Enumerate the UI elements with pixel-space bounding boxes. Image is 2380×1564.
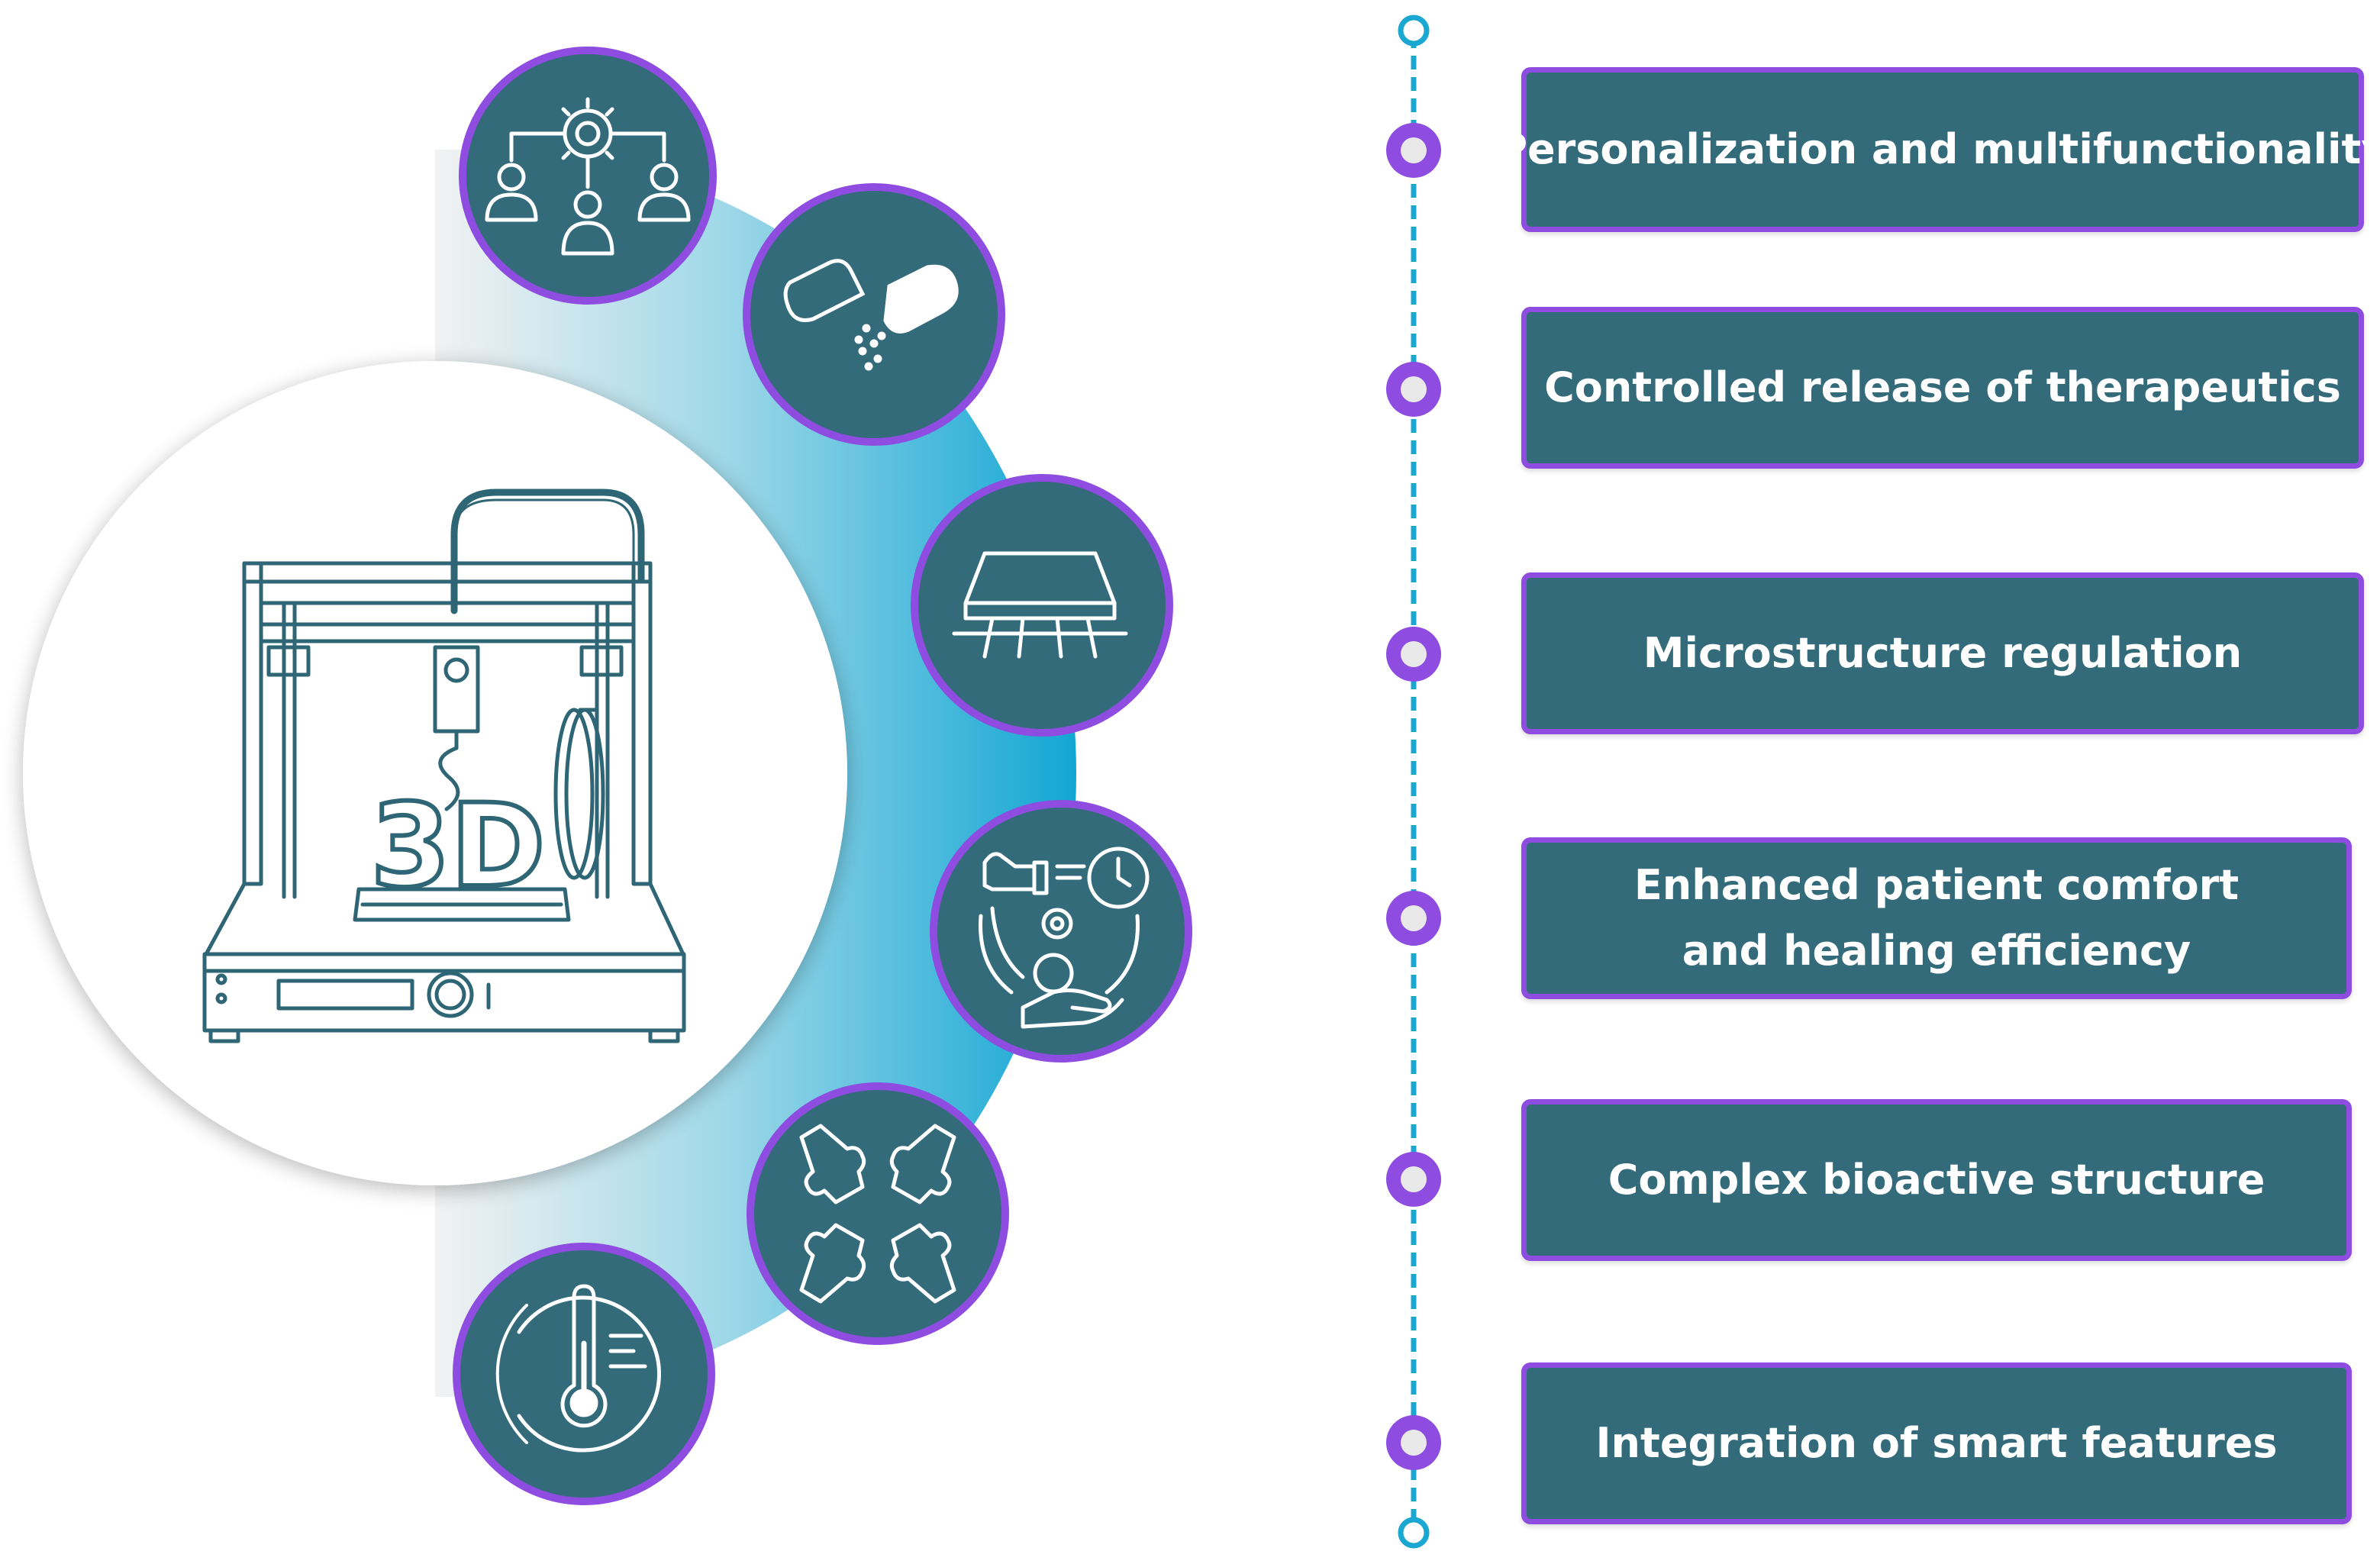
timeline [1386,15,1441,1549]
icon-circle-2 [743,183,1005,446]
feature-box-controlled-release: Controlled release of therapeutics [1521,307,2364,469]
feature-label: Microstructure regulation [1643,628,2243,677]
timeline-end-cap-bottom [1398,1517,1430,1549]
icon-circle-4 [930,800,1192,1063]
collaboration-network-icon [485,97,691,256]
feature-label: Complex bioactive structure [1608,1155,2266,1204]
feature-box-personalization: Personalization and multifunctionality [1497,67,2380,232]
feature-box-bioactive-structure: Complex bioactive structure [1521,1099,2352,1261]
timeline-end-cap-top [1398,15,1430,47]
feature-label: Integration of smart features [1595,1418,2278,1467]
feature-label: Controlled release of therapeutics [1544,363,2341,411]
capsule-release-icon [783,259,959,371]
thermometer-icon [495,1284,662,1453]
feature-label-line-2: and healing efficiency [1682,927,2191,975]
feature-box-smart-features: Integration of smart features [1521,1362,2352,1524]
center-circle [23,361,847,1185]
3d-printer-icon [202,489,686,1043]
icon-circle-6 [453,1243,715,1505]
timeline-node-2 [1386,362,1441,417]
icon-circle-1 [459,47,717,305]
timeline-node-3 [1386,627,1441,682]
icon-circle-5 [747,1082,1009,1345]
puzzle-hands-icon [799,1124,956,1304]
feature-box-microstructure: Microstructure regulation [1521,572,2364,734]
mesh-structure-icon [952,551,1128,659]
icon-circle-3 [911,474,1173,737]
printer-3d-label: 3D [371,780,546,913]
timeline-node-5 [1386,1152,1441,1207]
comfort-efficiency-icon [979,846,1150,1029]
timeline-node-4 [1386,891,1441,946]
feature-label-line-1: Enhanced patient comfort [1633,860,2240,909]
feature-label: Personalization and multifunctionality [1497,124,2380,173]
feature-box-patient-comfort: Enhanced patient comfort and healing eff… [1521,837,2352,999]
timeline-node-6 [1386,1415,1441,1470]
timeline-node-1 [1386,123,1441,178]
